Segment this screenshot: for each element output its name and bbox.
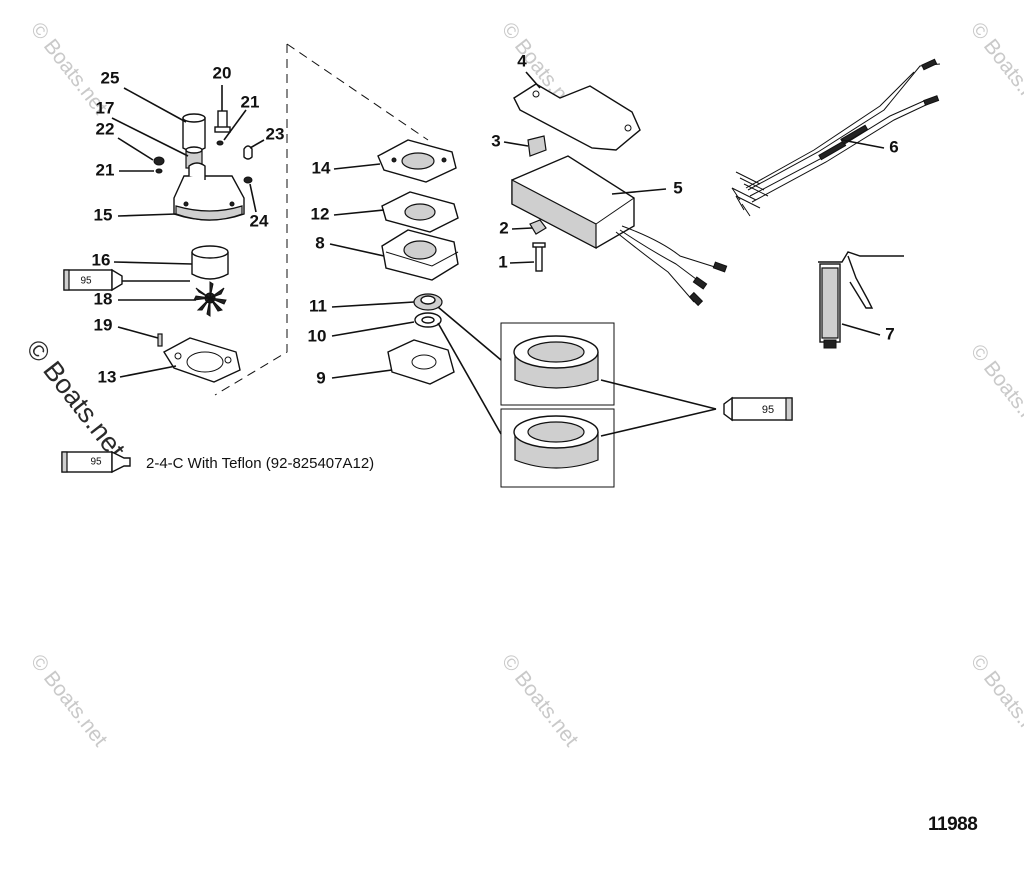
callout-14: 14 [312,158,331,177]
part-13-gasket [163,337,241,383]
callout-13: 13 [98,367,117,386]
part-1-screw [532,242,546,272]
part-15-pump-housing [173,162,245,221]
tube-label: 95 [90,457,102,468]
callout-3: 3 [491,131,500,150]
part-6-harness [731,58,941,217]
callout-25: 25 [101,68,120,87]
part-24-nut [243,176,253,184]
callout-1: 1 [498,252,507,271]
module-wires [615,225,728,307]
part-7-grease-gun [818,251,904,349]
callout-22: 22 [96,119,115,138]
part-10-washer [414,312,442,328]
part-11-seal [413,293,443,311]
part-8-housing [381,229,459,281]
callout-23: 23 [266,124,285,143]
part-5-module [511,155,635,249]
callout-7: 7 [885,324,894,343]
legend-tube-icon: 95 [61,450,131,474]
callout-8: 8 [315,233,324,252]
part-22-nut [153,156,165,166]
part-12-gasket [381,191,459,233]
part-21-washer [155,168,163,174]
part-25-sleeve [182,113,206,152]
legend-text: 2-4-C With Teflon (92-825407A12) [146,455,375,472]
callout-19: 19 [94,315,113,334]
callout-21: 21 [96,160,115,179]
callout-11: 11 [309,296,327,315]
diagram-number: 11988 [928,814,978,835]
tube-label: 95 [80,276,92,287]
part-2-nut [529,219,547,235]
callout-24: 24 [250,211,269,230]
sealant-tube-95-left: 95 [63,268,123,292]
callout-9: 9 [316,368,325,387]
callout-labels: 25 17 22 21 20 21 23 24 15 16 18 19 13 1… [92,51,899,387]
tube-label: 95 [762,404,774,416]
part-14-plate [377,139,457,183]
part-16-insert [191,245,229,280]
detail-box-upper [500,322,615,406]
part-21-washer [216,140,224,146]
part-19-key [157,333,163,347]
callout-2: 2 [499,218,508,237]
part-9-gasket [387,339,455,385]
part-18-impeller [193,281,227,317]
callout-16: 16 [92,250,111,269]
callout-5: 5 [673,178,682,197]
callout-12: 12 [311,204,330,223]
callout-18: 18 [94,289,113,308]
callout-15: 15 [94,205,113,224]
sealant-tube-95: 95 [723,396,793,422]
detail-box-lower [500,408,615,488]
callout-17: 17 [96,98,115,117]
part-4-cover [513,83,641,151]
callout-6: 6 [889,137,898,156]
callout-10: 10 [308,326,327,345]
callout-21: 21 [241,92,260,111]
callout-4: 4 [517,51,527,70]
part-23-grommet [243,145,253,160]
part-3-grommet [527,135,547,157]
callout-leader-lines [111,71,885,379]
exploded-view-guide-lines [214,43,429,396]
part-20-screw [214,85,231,133]
callout-20: 20 [213,63,232,82]
